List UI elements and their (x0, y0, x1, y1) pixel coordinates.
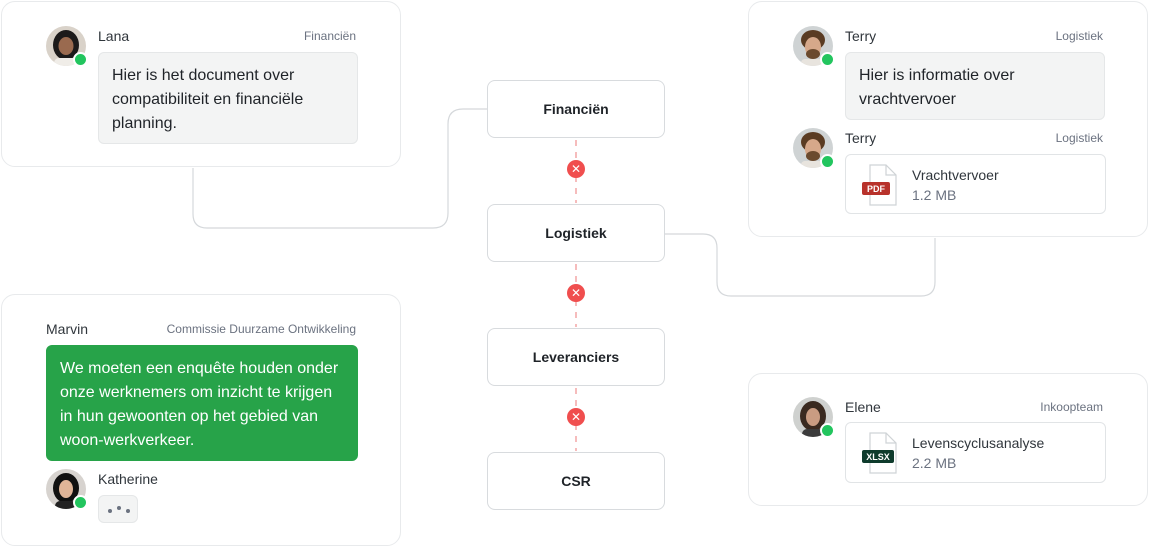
file-name: Vrachtvervoer (912, 167, 999, 183)
sender-name: Terry (845, 28, 877, 44)
terry-avatar (793, 128, 835, 169)
file-name: Levenscyclusanalyse (912, 435, 1045, 451)
close-icon[interactable]: ✕ (567, 284, 585, 302)
message-bubble: Hier is het document over compatibilitei… (98, 52, 358, 144)
elene-avatar (793, 397, 835, 438)
typing-indicator (98, 495, 138, 523)
team-label: Logistiek (1055, 29, 1103, 43)
message-bubble: We moeten een enquête houden onder onze … (46, 345, 358, 461)
elene-message-card: Elene Inkoopteam XLSX Levenscyclusanalys… (748, 373, 1148, 506)
katherine-avatar (46, 469, 88, 510)
node-suppliers[interactable]: Leveranciers (487, 328, 665, 386)
close-icon[interactable]: ✕ (567, 160, 585, 178)
online-status-dot (73, 495, 88, 510)
svg-text:PDF: PDF (867, 184, 886, 194)
spreadsheet-file-icon: XLSX (862, 432, 897, 474)
marvin-message-card: Marvin Commissie Duurzame Ontwikkeling W… (1, 294, 401, 546)
team-label: Financiën (303, 29, 356, 43)
lana-message-card: Lana Financiën Hier is het document over… (1, 1, 401, 167)
online-status-dot (820, 154, 835, 169)
node-csr[interactable]: CSR (487, 452, 665, 510)
sender-name: Elene (845, 399, 881, 415)
team-label: Logistiek (1055, 131, 1103, 145)
avatar-photo (793, 128, 833, 168)
file-size: 1.2 MB (912, 187, 957, 203)
terry-message-card: Terry Logistiek Hier is informatie over … (748, 1, 1148, 237)
terry-avatar (793, 26, 835, 67)
close-icon[interactable]: ✕ (567, 408, 585, 426)
sender-name: Marvin (46, 321, 89, 337)
node-finance[interactable]: Financiën (487, 80, 665, 138)
svg-text:XLSX: XLSX (866, 452, 890, 462)
team-label: Commissie Duurzame Ontwikkeling (166, 322, 356, 336)
sender-name: Lana (98, 28, 130, 44)
node-logistics[interactable]: Logistiek (487, 204, 665, 262)
online-status-dot (820, 52, 835, 67)
team-label: Inkoopteam (1040, 400, 1103, 414)
message-bubble: Hier is informatie over vrachtvervoer (845, 52, 1105, 120)
file-attachment[interactable]: PDF Vrachtvervoer 1.2 MB (845, 154, 1106, 214)
lana-avatar (46, 26, 88, 67)
sender-name: Terry (845, 130, 877, 146)
avatar-photo (46, 26, 86, 66)
sender-name: Katherine (98, 471, 158, 487)
online-status-dot (73, 52, 88, 67)
pdf-file-icon: PDF (862, 164, 897, 206)
file-size: 2.2 MB (912, 455, 957, 471)
online-status-dot (820, 423, 835, 438)
file-attachment[interactable]: XLSX Levenscyclusanalyse 2.2 MB (845, 422, 1106, 483)
